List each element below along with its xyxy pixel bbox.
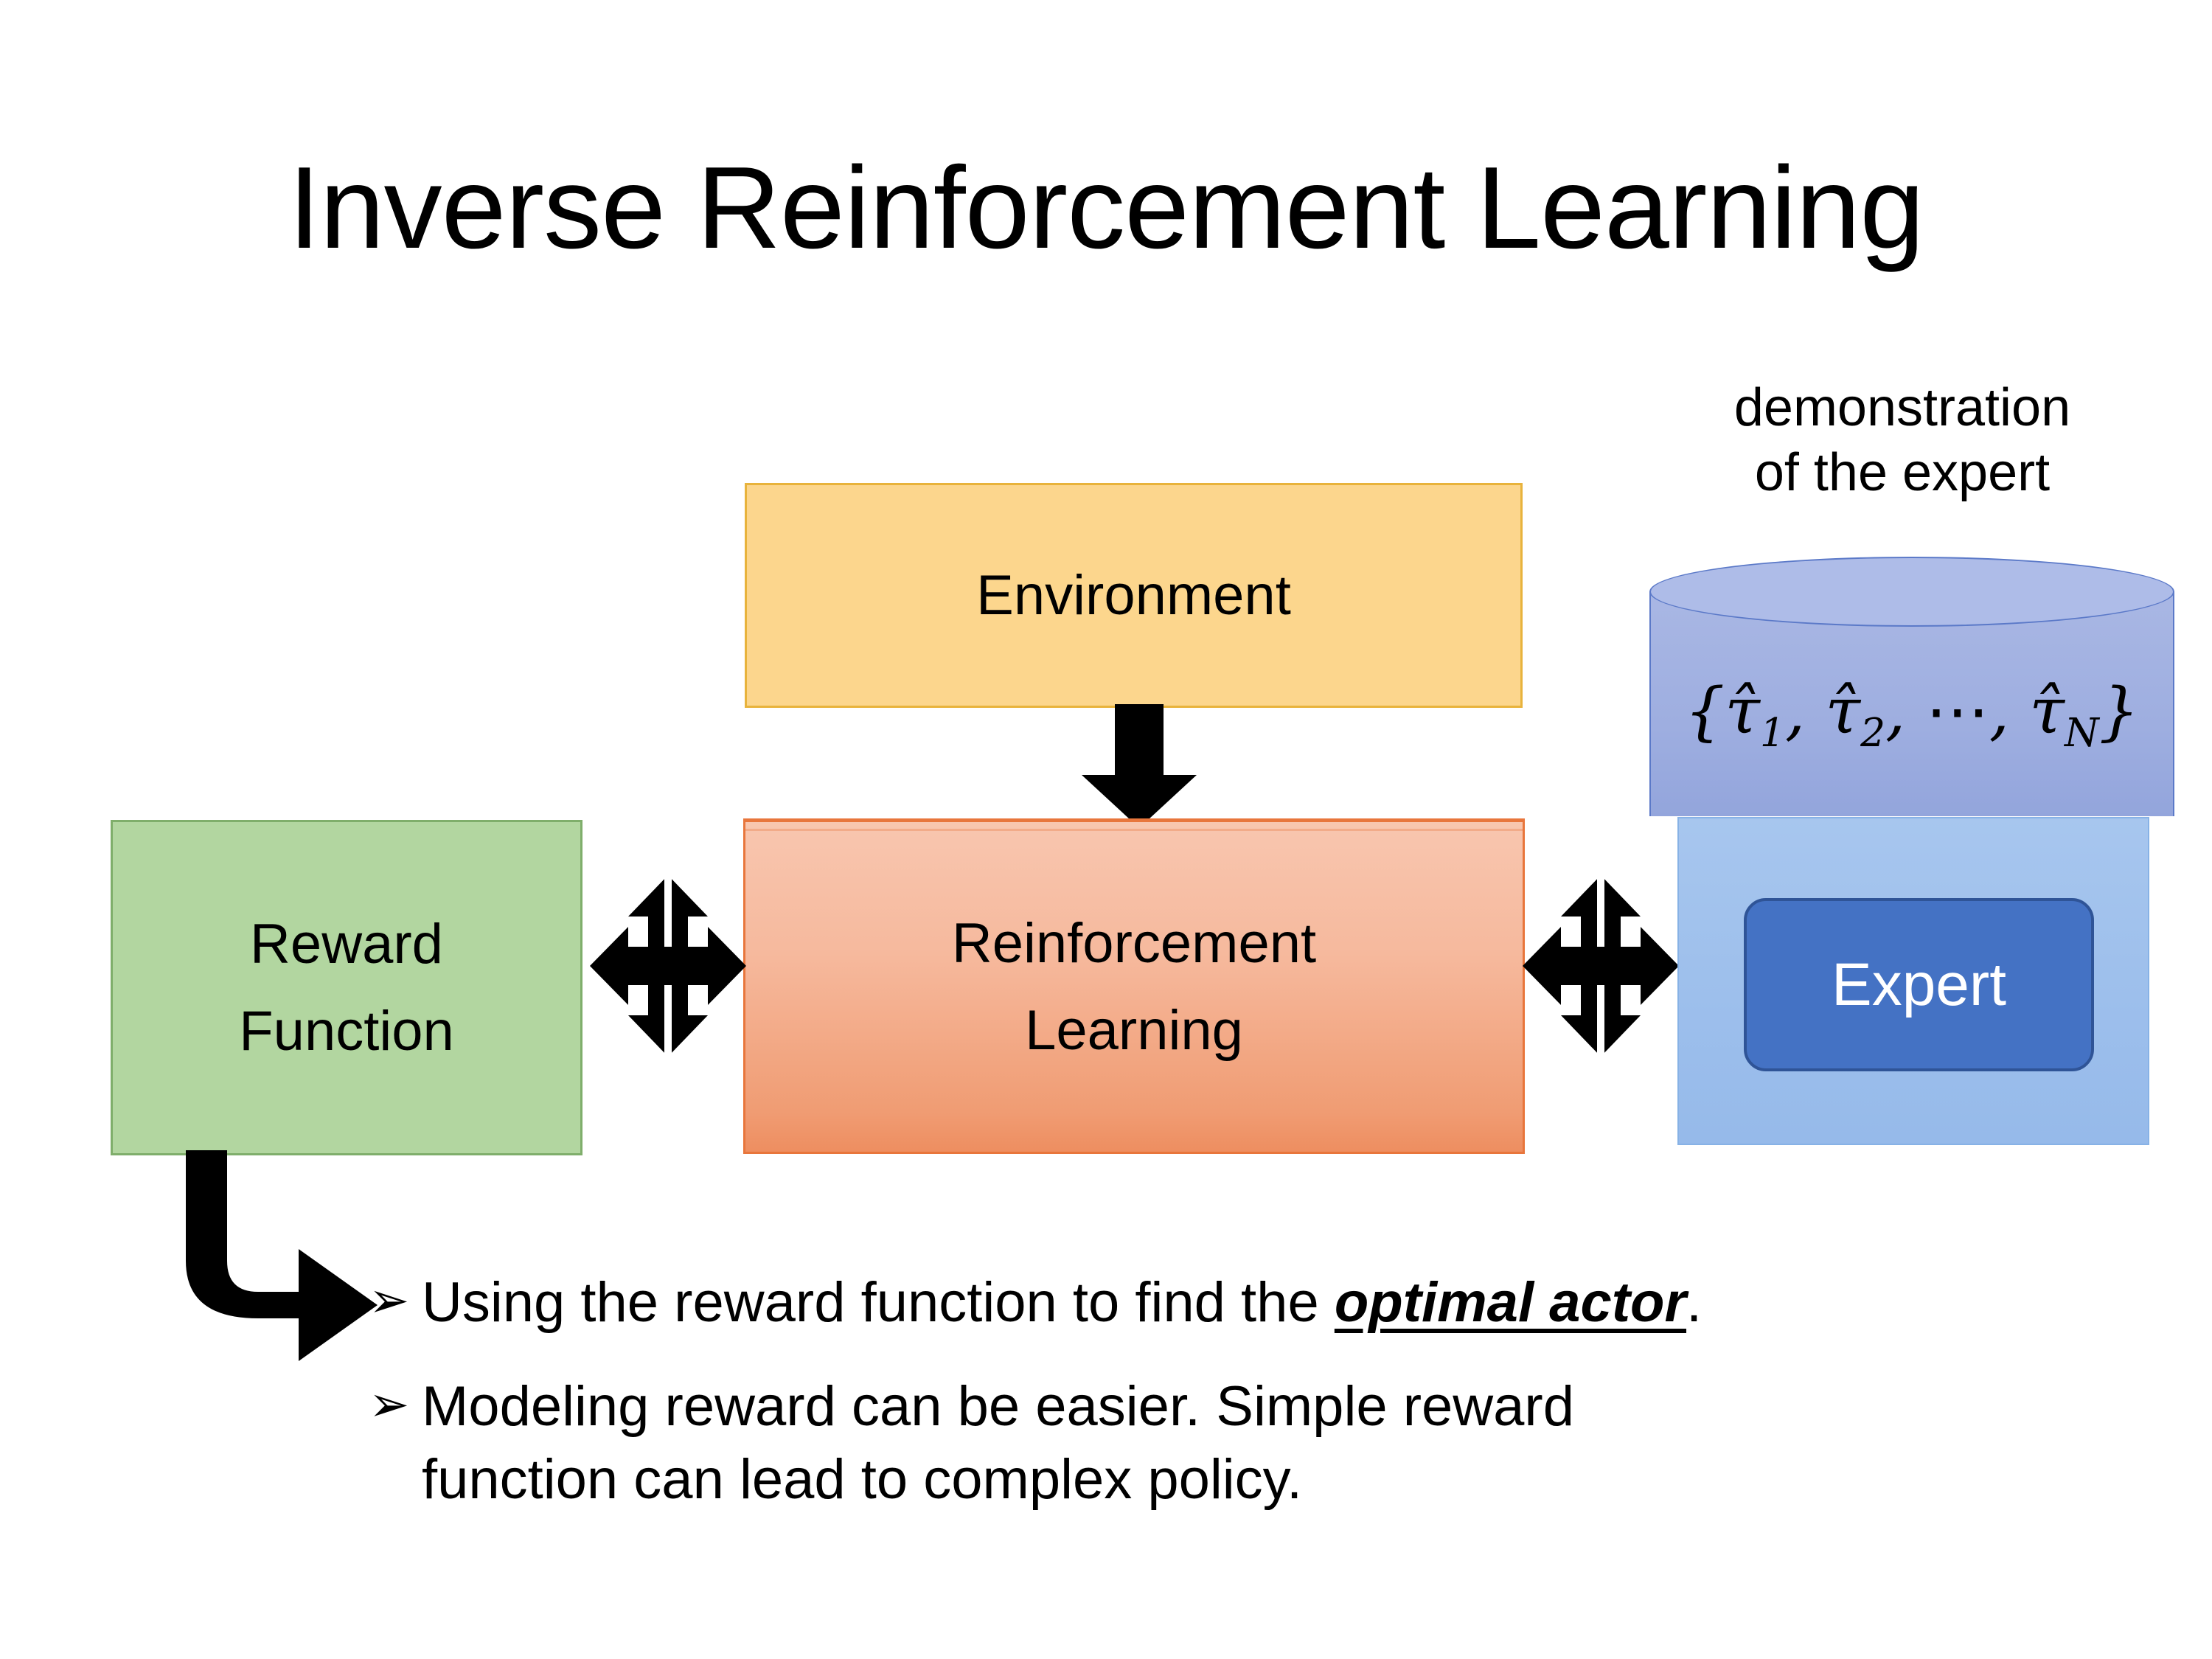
formula-ellipsis: ⋯ <box>1925 675 1989 748</box>
four-way-arrow-reward-rl <box>590 875 746 1057</box>
rl-box-label-line1: Reinforcement <box>951 911 1317 975</box>
formula-sub-2: 2 <box>1860 710 1886 757</box>
demonstration-caption-line2: of the expert <box>1754 442 2051 502</box>
reward-box-label-line2: Function <box>239 999 454 1062</box>
bullet-arrow-icon: ➢ <box>369 1273 410 1327</box>
bullet-1-text-before: Using the reward function to find the <box>422 1271 1335 1334</box>
reward-box-label-line1: Reward <box>250 912 443 975</box>
demonstration-caption-line1: demonstration <box>1733 378 2071 437</box>
bullet-list: ➢ Using the reward function to find the … <box>369 1267 2065 1547</box>
down-arrow-env-to-rl <box>1082 704 1197 828</box>
list-item: ➢ Using the reward function to find the … <box>369 1267 2065 1340</box>
bullet-text-2: Modeling reward can be easier. Simple re… <box>422 1371 2065 1517</box>
formula-tau-n: τ̂ <box>2029 675 2065 748</box>
environment-box-label: Environment <box>976 564 1291 627</box>
trajectory-set-formula: {τ̂1, τ̂2, ⋯, τ̂N} <box>1649 675 2174 756</box>
formula-tau-2: τ̂ <box>1825 675 1861 748</box>
environment-box[interactable]: Environment <box>745 483 1523 708</box>
trajectory-database-cylinder[interactable]: {τ̂1, τ̂2, ⋯, τ̂N} <box>1649 557 2174 852</box>
rl-box-top-rule <box>745 829 1523 831</box>
cylinder-body <box>1649 591 2174 816</box>
formula-comma-2: , <box>1885 675 1926 748</box>
rl-box-label-line2: Learning <box>1025 998 1243 1062</box>
page-title: Inverse Reinforcement Learning <box>288 143 1924 273</box>
list-item: ➢ Modeling reward can be easier. Simple … <box>369 1371 2065 1517</box>
four-way-arrow-rl-expert <box>1523 875 1679 1057</box>
reward-function-box[interactable]: Reward Function <box>111 820 582 1155</box>
expert-label: Expert <box>1832 950 2006 1018</box>
formula-tau-1: τ̂ <box>1725 675 1760 748</box>
bullet-text-1: Using the reward function to find the op… <box>422 1267 2065 1340</box>
bullet-2-line2: function can lead to complex policy. <box>422 1447 1303 1511</box>
formula-comma-1: , <box>1784 675 1826 748</box>
elbow-arrow-reward-to-bullet <box>186 1150 378 1361</box>
formula-comma-3: , <box>1989 675 2030 748</box>
formula-open-brace: { <box>1684 675 1725 748</box>
bullet-2-line1: Modeling reward can be easier. Simple re… <box>422 1374 1575 1438</box>
formula-sub-1: 1 <box>1759 710 1785 757</box>
formula-sub-n: N <box>2064 710 2099 757</box>
demonstration-caption: demonstration of the expert <box>1652 376 2153 506</box>
cylinder-top-ellipse <box>1649 557 2174 627</box>
expert-button[interactable]: Expert <box>1744 898 2094 1071</box>
bullet-arrow-icon: ➢ <box>369 1376 410 1431</box>
bullet-1-text-after: . <box>1686 1271 1703 1334</box>
bullet-1-emphasis: optimal actor <box>1334 1271 1687 1334</box>
formula-close-brace: } <box>2098 675 2140 748</box>
reinforcement-learning-box[interactable]: Reinforcement Learning <box>743 818 1525 1154</box>
